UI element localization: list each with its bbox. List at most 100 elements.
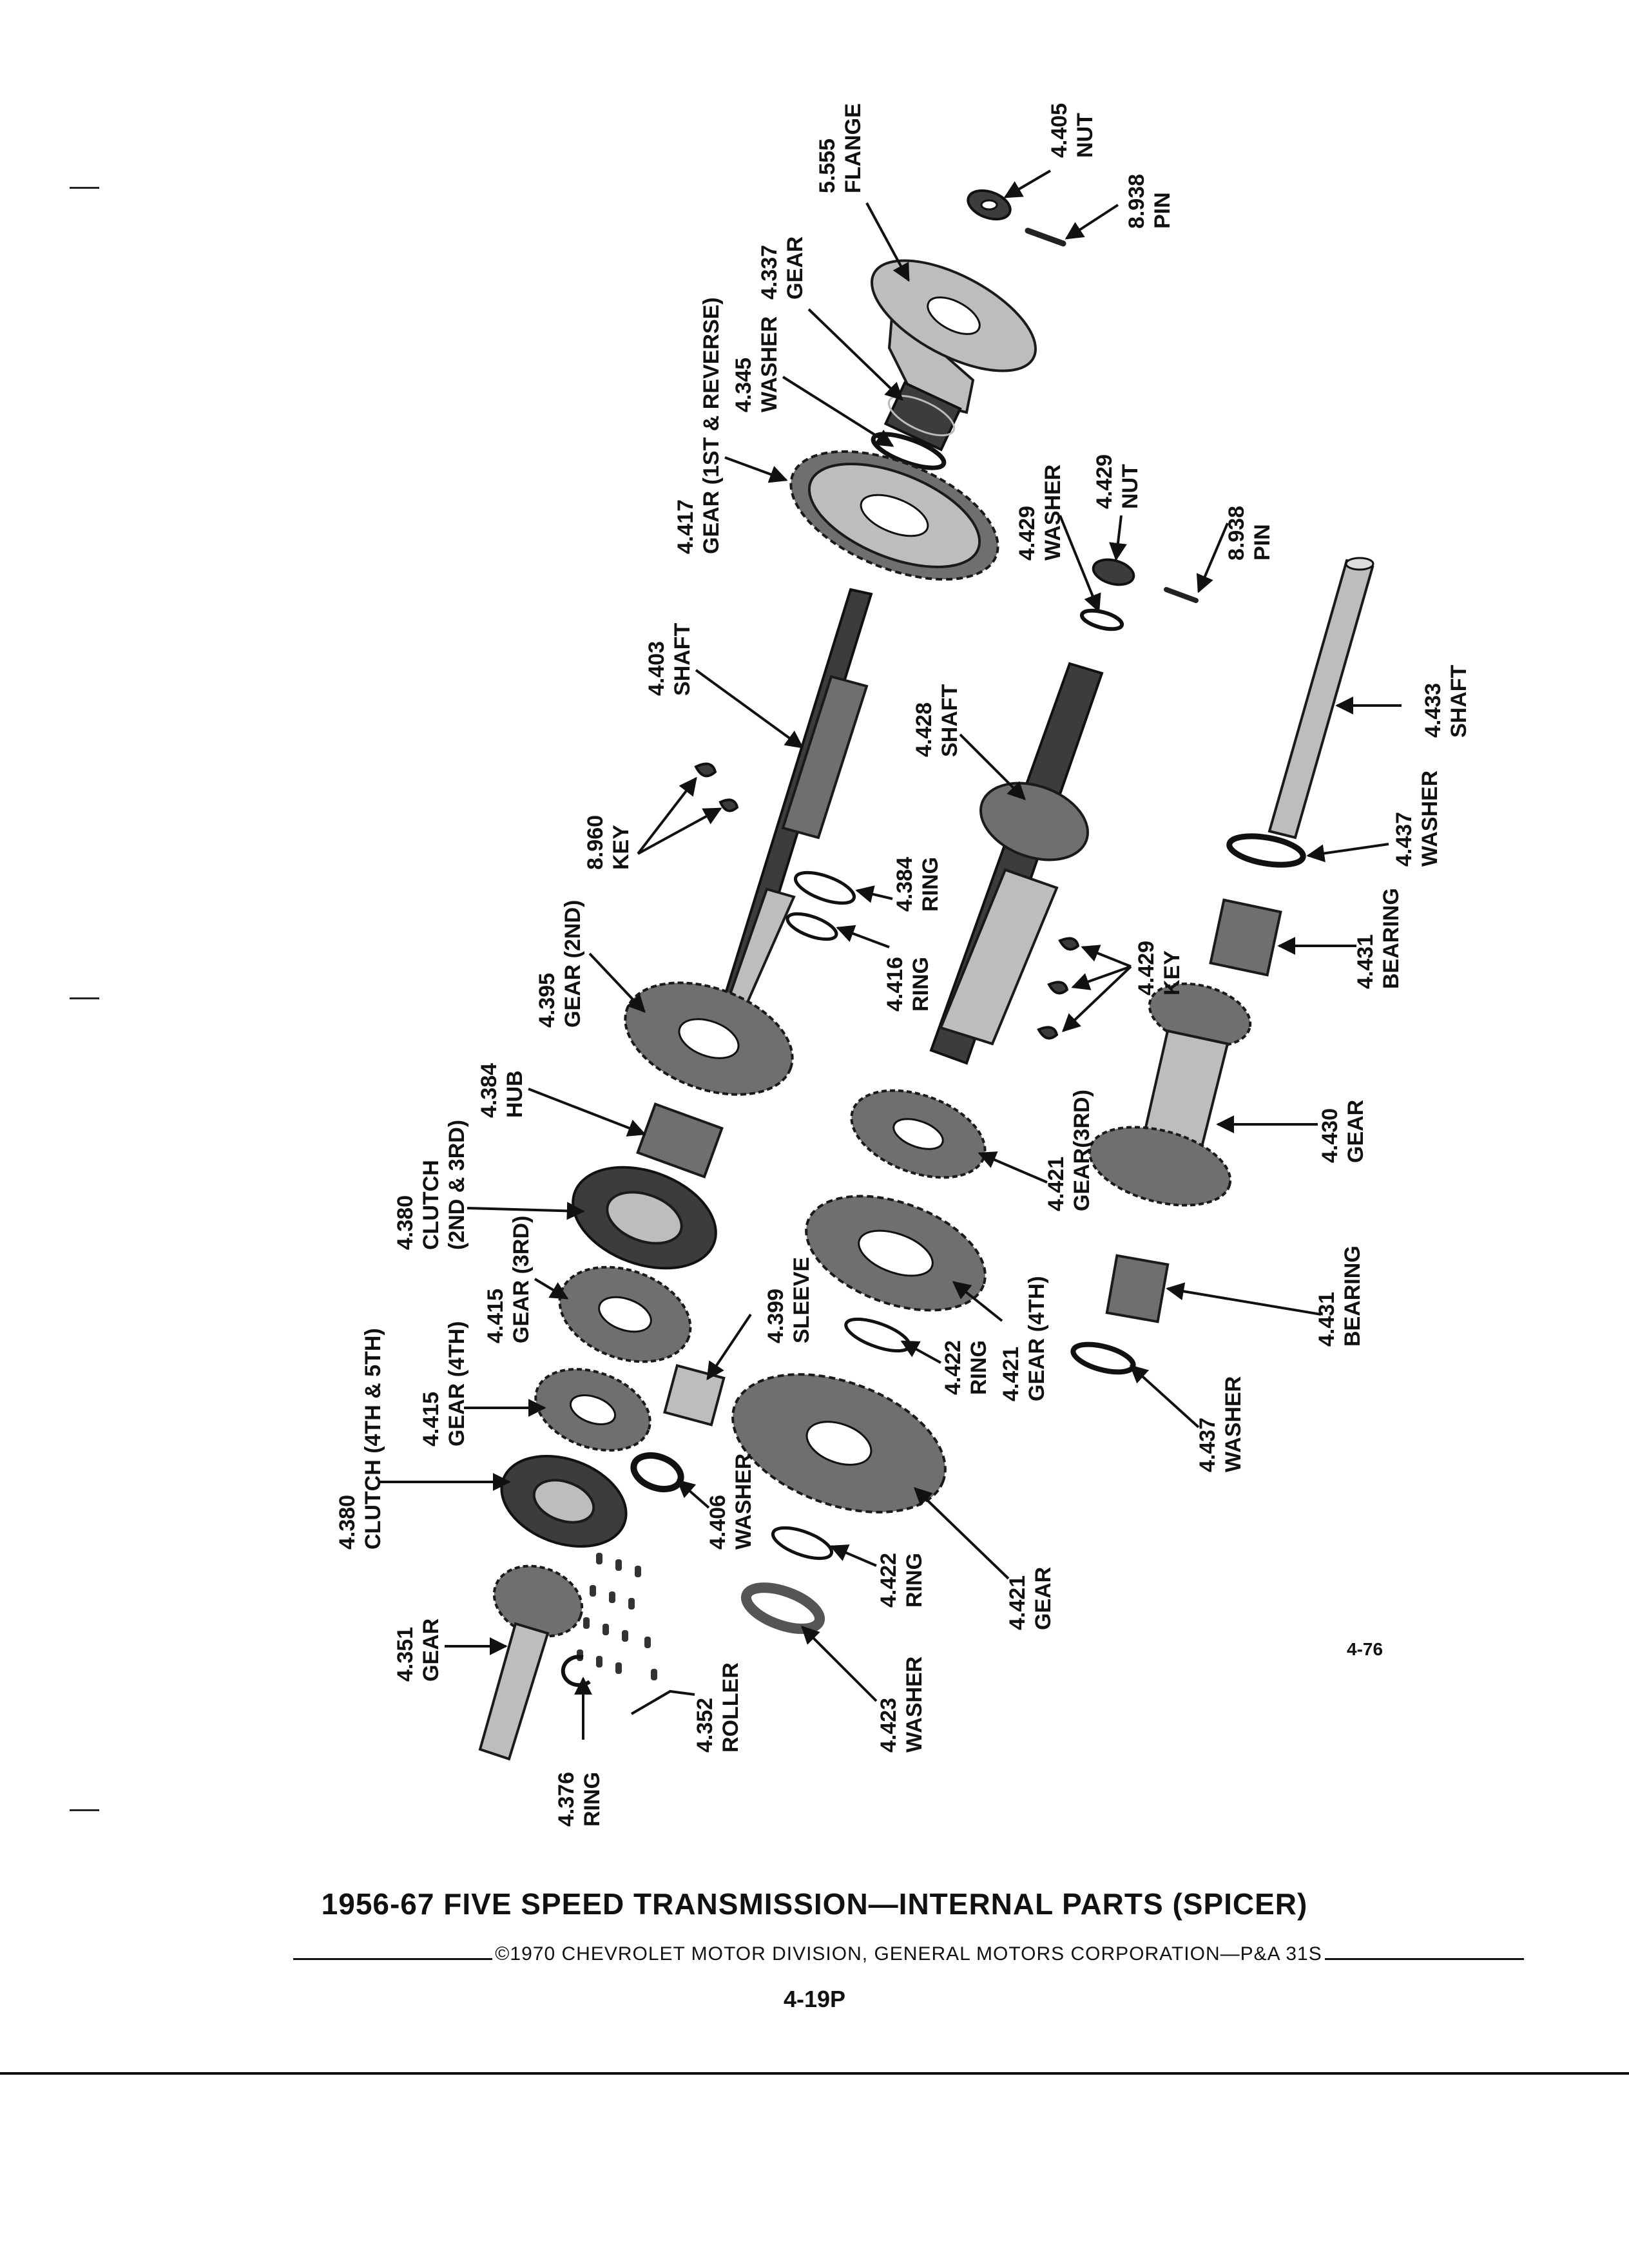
label-number: 4.437 bbox=[1392, 812, 1416, 867]
label-number: 4.417 bbox=[673, 499, 698, 554]
label-number: 4.433 bbox=[1421, 683, 1445, 738]
label-name: WASHER bbox=[902, 1657, 927, 1753]
gear-4351-drawing bbox=[478, 1564, 584, 1761]
label-number: 4.403 bbox=[644, 641, 669, 696]
label-name: GEAR (1ST & REVERSE) bbox=[699, 297, 724, 554]
copyright-text: ©1970 CHEVROLET MOTOR DIVISION, GENERAL … bbox=[495, 1943, 1322, 1965]
label-number: 4.422 bbox=[941, 1340, 965, 1395]
label-name: WASHER bbox=[1221, 1376, 1246, 1472]
washer-4406-drawing bbox=[630, 1452, 684, 1493]
label-number: 8.960 bbox=[583, 815, 608, 870]
label-number: 4.395 bbox=[535, 973, 559, 1028]
label-name: GEAR (4TH) bbox=[445, 1321, 469, 1446]
label-name: PIN bbox=[1150, 192, 1175, 229]
credit-rule-right bbox=[1324, 1957, 1524, 1960]
label-number: 4.431 bbox=[1315, 1292, 1339, 1347]
label-number: 4.430 bbox=[1318, 1108, 1342, 1163]
clutch-4380b-drawing bbox=[500, 1454, 628, 1548]
label-name: SHAFT bbox=[938, 684, 962, 757]
label-number: 4.380 bbox=[335, 1495, 360, 1550]
label-name: BEARING bbox=[1379, 888, 1403, 989]
key-8960-drawing bbox=[694, 762, 739, 812]
flange-5555-drawing bbox=[871, 259, 1037, 414]
label-number: 4.431 bbox=[1353, 934, 1378, 989]
washer-4437b-drawing bbox=[1070, 1341, 1136, 1375]
label-name: WASHER bbox=[757, 316, 782, 412]
label-number: 8.938 bbox=[1124, 174, 1149, 229]
ring-4422b-drawing bbox=[771, 1526, 834, 1561]
label-name: GEAR(3RD) bbox=[1070, 1090, 1094, 1211]
label-number: 5.555 bbox=[815, 139, 840, 193]
label-name: SLEEVE bbox=[789, 1257, 814, 1343]
ring-4416-drawing bbox=[786, 912, 838, 941]
label-name: WASHER bbox=[731, 1454, 756, 1550]
ring-4376-drawing bbox=[561, 1655, 591, 1687]
nut-4405-drawing bbox=[967, 189, 1012, 221]
label-number: 4.384 bbox=[477, 1063, 501, 1118]
label-number: 4.421 bbox=[1005, 1575, 1030, 1630]
ring-4384-drawing bbox=[793, 870, 856, 905]
label-number: 4.415 bbox=[483, 1289, 508, 1343]
label-name: RING bbox=[902, 1553, 927, 1608]
label-name: RING bbox=[580, 1772, 604, 1827]
figure-number: 4-76 bbox=[1347, 1639, 1383, 1659]
label-number: 4.415 bbox=[419, 1392, 443, 1446]
label-name: GEAR (3RD) bbox=[509, 1216, 534, 1343]
label-name: BEARING bbox=[1340, 1245, 1365, 1347]
label-name: KEY bbox=[609, 825, 633, 870]
gear-4415a-drawing bbox=[558, 1265, 692, 1363]
label-number: 4.437 bbox=[1195, 1418, 1220, 1472]
clutch-4380a-drawing bbox=[572, 1166, 717, 1270]
label-name: GEAR bbox=[1031, 1567, 1055, 1630]
label-number: 4.405 bbox=[1047, 103, 1072, 158]
label-name: NUT bbox=[1118, 464, 1142, 509]
label-name: WASHER bbox=[1041, 465, 1065, 561]
gear-4421g-drawing bbox=[731, 1373, 947, 1514]
leader-lines bbox=[380, 169, 1402, 1740]
label-name: HUB bbox=[503, 1070, 527, 1118]
bearing-4431a-drawing bbox=[1209, 898, 1282, 977]
label-number: 4.429 bbox=[1092, 454, 1117, 509]
pin-8938b-drawing bbox=[1164, 587, 1199, 603]
margin-mark-top bbox=[70, 187, 99, 189]
ring-4422a-drawing bbox=[844, 1317, 911, 1353]
label-number: 8.938 bbox=[1224, 506, 1249, 561]
label-name: NUT bbox=[1073, 113, 1097, 158]
shaft-4403-drawing bbox=[724, 588, 873, 1007]
label-name: RING bbox=[909, 957, 933, 1012]
label-number: 4.428 bbox=[912, 702, 936, 757]
label-number: 4.406 bbox=[706, 1495, 730, 1550]
gear-4395-drawing bbox=[624, 981, 794, 1096]
pin-8938a-drawing bbox=[1025, 227, 1066, 247]
label-number: 4.429 bbox=[1134, 941, 1159, 995]
nut-4429-drawing bbox=[1092, 558, 1135, 586]
gear-4415b-drawing bbox=[534, 1368, 651, 1452]
label-number: 4.429 bbox=[1015, 506, 1039, 561]
washer-4423-drawing bbox=[740, 1582, 825, 1634]
gear-4421c-drawing bbox=[850, 1089, 987, 1179]
label-name: SHAFT bbox=[670, 622, 695, 696]
label-name: CLUTCH bbox=[419, 1160, 443, 1250]
rollers-4352-drawing bbox=[577, 1553, 657, 1680]
label-extra: (2ND & 3RD) bbox=[445, 1120, 469, 1250]
margin-mark-middle bbox=[70, 997, 99, 999]
gear-4430-drawing bbox=[1088, 982, 1252, 1207]
label-number: 4.421 bbox=[1044, 1157, 1068, 1211]
label-name: GEAR (2ND) bbox=[561, 900, 585, 1028]
label-name: GEAR bbox=[783, 236, 807, 300]
credit-rule-left bbox=[293, 1957, 493, 1960]
label-name: ROLLER bbox=[718, 1662, 743, 1753]
label-number: 4.351 bbox=[393, 1627, 418, 1682]
label-number: 4.337 bbox=[757, 245, 782, 300]
label-name: KEY bbox=[1160, 950, 1184, 995]
label-number: 4.399 bbox=[764, 1289, 788, 1343]
label-number: 4.376 bbox=[554, 1772, 579, 1827]
bottom-rule bbox=[0, 2072, 1629, 2075]
hub-4384-drawing bbox=[636, 1102, 724, 1178]
bearing-4431b-drawing bbox=[1105, 1254, 1170, 1323]
label-number: 4.380 bbox=[393, 1195, 418, 1250]
page-number: 4-19P bbox=[783, 1986, 846, 2012]
label-number: 4.416 bbox=[883, 957, 907, 1012]
label-name: GEAR bbox=[419, 1619, 443, 1682]
